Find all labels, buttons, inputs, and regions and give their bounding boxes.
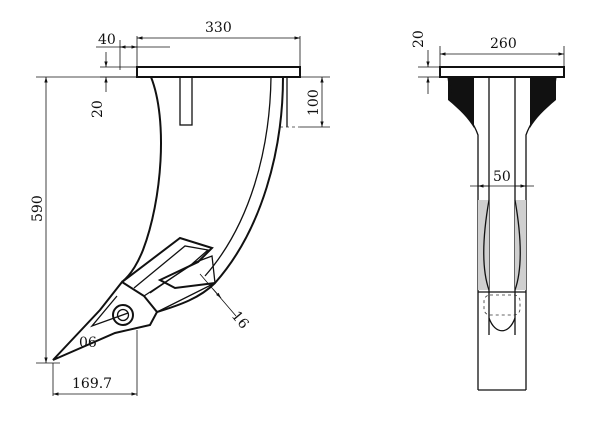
dim-tip-length: 169.7 [72,376,112,392]
side-shank-outer-edge [121,76,162,283]
side-shank-inner-edge [156,76,284,313]
front-tooth-outline [483,199,521,291]
side-shank-inner-line [204,76,272,277]
side-tip-tooth [52,280,159,361]
front-tip-curve [488,317,516,332]
dim-16-arrow [212,288,222,299]
side-inner-rib [179,76,193,126]
front-top-flange [439,66,565,78]
dim-plate-thickness: 16 [228,308,252,332]
tip-code-label: 06 [79,335,97,351]
dim-shank-width: 50 [493,169,511,185]
side-pin-outer [112,304,134,326]
front-pin-dashed [483,294,521,316]
side-view: 06 330 40 20 590 100 16 [30,20,330,396]
side-tip-inner-edge [89,295,129,328]
side-top-flange [136,66,301,78]
front-right-profile [525,76,557,188]
dim-flange-thickness-side: 20 [90,100,106,118]
side-adapter-fork-lower [143,255,216,313]
dim-front-width: 260 [490,36,517,52]
dim-top-width: 330 [205,20,232,36]
front-left-profile [447,76,479,188]
side-adapter-body [121,236,216,290]
front-view: 260 20 50 [411,30,565,391]
dim-flange-offset: 40 [98,32,116,48]
dim-bracket-height: 100 [306,89,322,116]
side-pin-inner [116,308,130,322]
dim-total-height: 590 [30,195,46,222]
dim-flange-thickness-front: 20 [411,30,427,48]
